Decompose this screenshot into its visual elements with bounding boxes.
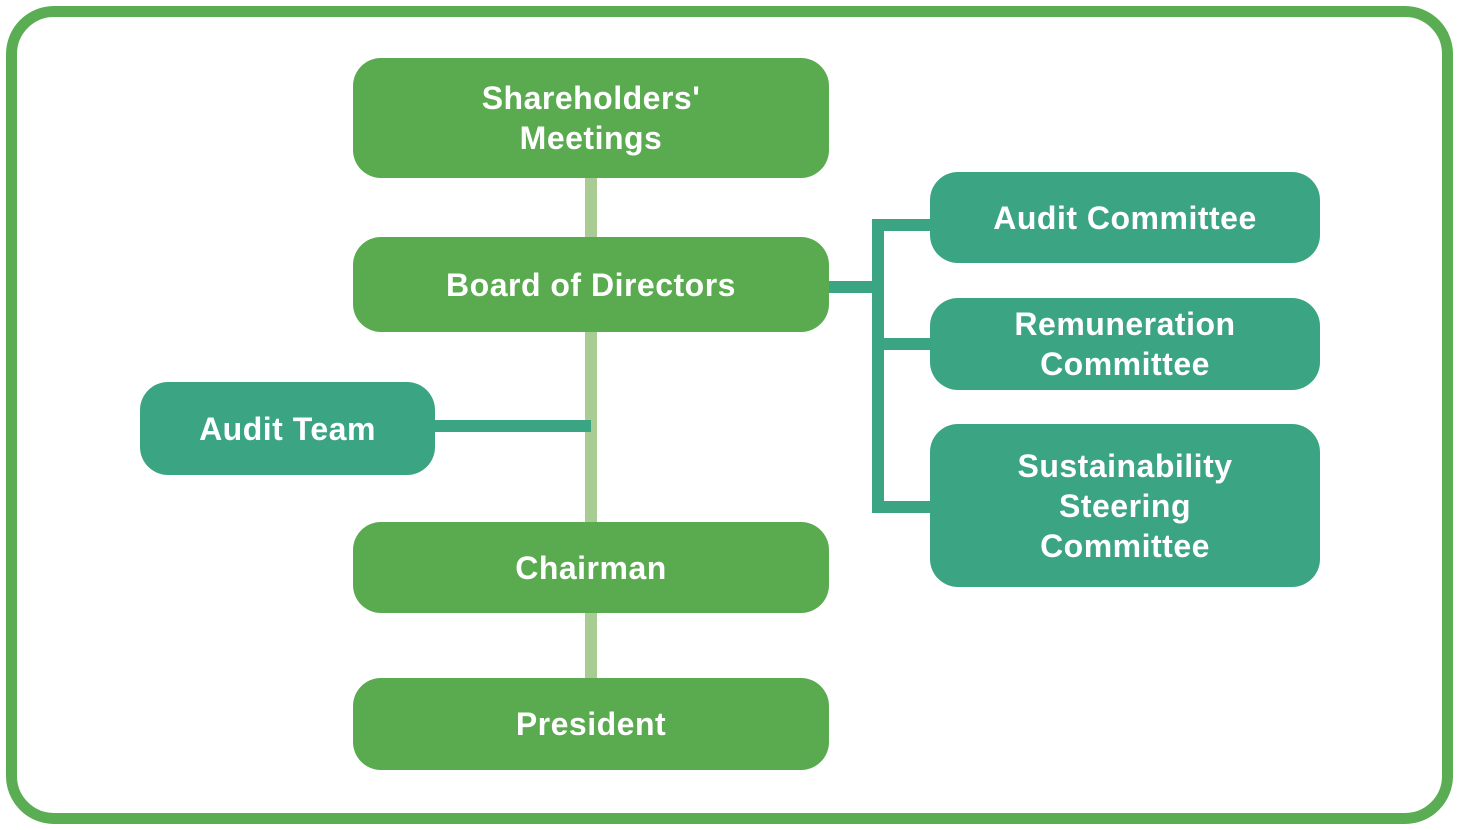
outer-frame-border [6,6,1453,824]
node-remuneration-committee: Remuneration Committee [930,298,1320,390]
node-president: President [353,678,829,770]
node-shareholders-meetings-label: Shareholders' Meetings [481,80,701,156]
node-chairman-label: Chairman [515,549,667,586]
connector-branch-sustainability-committee [872,501,940,513]
connector-branch-remuneration-committee [872,338,940,350]
node-audit-team-label: Audit Team [199,410,376,447]
connector-committee-trunk [872,219,884,513]
connector-board-to-committees [820,281,884,293]
node-sustainability-steering-committee: Sustainability Steering Committee [930,424,1320,587]
connector-audit-team [425,420,591,432]
node-chairman: Chairman [353,522,829,613]
node-president-label: President [515,706,667,742]
node-shareholders-meetings: Shareholders' Meetings [353,58,829,178]
node-board-of-directors: Board of Directors [353,237,829,332]
node-audit-committee: Audit Committee [930,172,1320,263]
node-board-of-directors-label: Board of Directors [446,266,736,303]
node-remuneration-committee-label: Remuneration Committee [1014,306,1236,382]
node-audit-team: Audit Team [140,382,435,475]
connector-branch-audit-committee [872,219,940,231]
node-sustainability-steering-committee-label: Sustainability Steering Committee [1017,447,1233,564]
node-audit-committee-label: Audit Committee [993,199,1257,236]
